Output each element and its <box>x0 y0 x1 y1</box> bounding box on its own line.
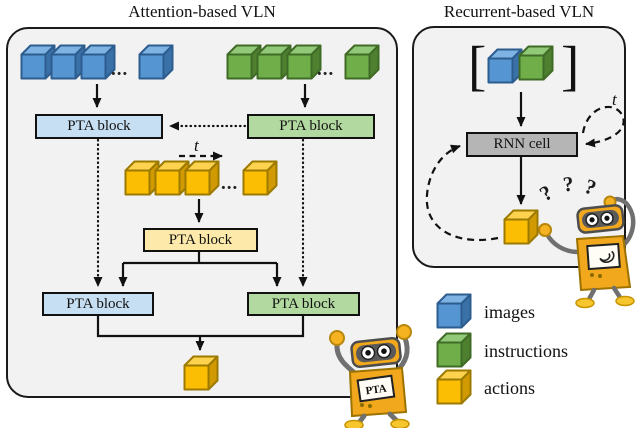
question-mark: ? <box>535 180 557 207</box>
images-ellipsis: ... <box>111 59 129 80</box>
rnn-cell-block: RNN cell <box>466 132 578 157</box>
attention-panel-title: Attention-based VLN <box>128 2 276 21</box>
time-label-right: t <box>612 90 617 109</box>
instruction-cube-icon <box>518 45 554 81</box>
time-label-left: t <box>194 136 199 155</box>
pta-block-instructions: PTA block <box>247 114 375 139</box>
legend-label-instructions: instructions <box>484 341 568 361</box>
legend-label-actions: actions <box>484 378 535 398</box>
question-mark: ? <box>581 173 600 201</box>
legend-instruction-cube-icon <box>436 332 472 368</box>
instructions-ellipsis: ... <box>317 59 335 80</box>
action-cube-icon <box>242 160 278 196</box>
pta-block-bottom-instructions: PTA block <box>247 292 360 316</box>
output-action-cube-icon <box>183 355 219 391</box>
pta-block-images: PTA block <box>35 114 163 139</box>
pta-block-bottom-images: PTA block <box>42 292 154 316</box>
recurrent-panel-title: Recurrent-based VLN <box>443 2 595 21</box>
action-cube-icon <box>184 160 220 196</box>
instruction-cube-icon <box>344 44 380 80</box>
question-mark: ? <box>561 171 575 197</box>
output-action-cube-icon <box>503 209 539 245</box>
bracket-right: ] <box>561 35 580 96</box>
legend-label-images: images <box>484 302 535 322</box>
actions-ellipsis: ... <box>221 173 239 194</box>
image-cube-icon <box>138 44 174 80</box>
pta-block-actions: PTA block <box>143 228 258 252</box>
legend-image-cube-icon <box>436 293 472 329</box>
legend-action-cube-icon <box>436 369 472 405</box>
bracket-left: [ <box>468 35 487 96</box>
